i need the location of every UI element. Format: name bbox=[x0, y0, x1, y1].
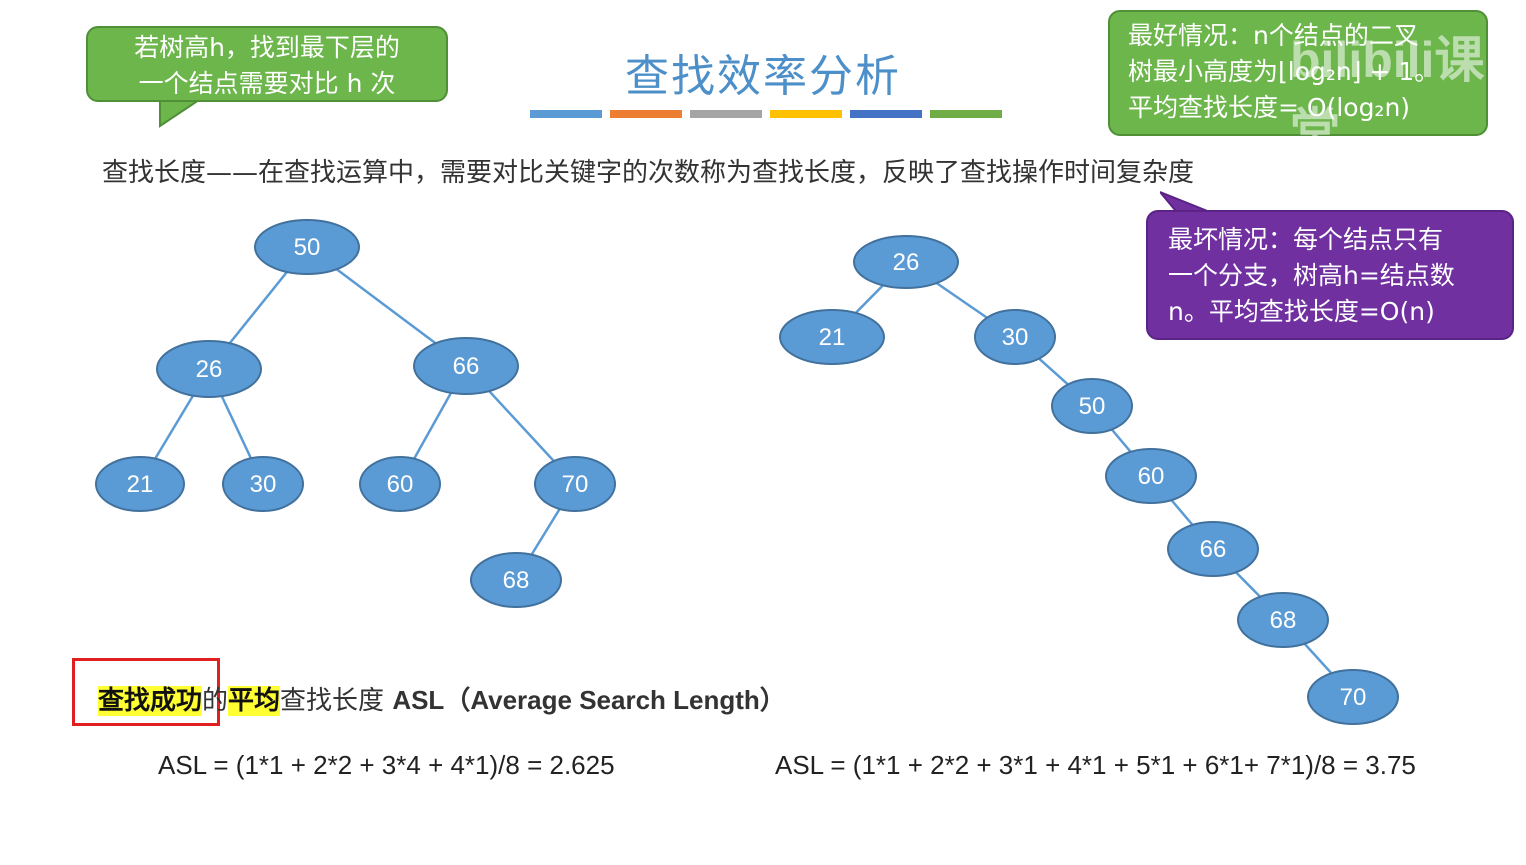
tree-node-label: 30 bbox=[1002, 324, 1029, 351]
tree-node-label: 68 bbox=[503, 567, 530, 594]
tree-node-label: 30 bbox=[250, 471, 277, 498]
callout-line: 树最小高度为⌊log₂n⌋ + 1。 bbox=[1128, 57, 1440, 86]
tree-node bbox=[853, 235, 959, 289]
tree-node bbox=[1105, 448, 1197, 504]
tree-node-label: 50 bbox=[1079, 393, 1106, 420]
definition-text: 查找长度——在查找运算中，需要对比关键字的次数称为查找长度，反映了查找操作时间复… bbox=[102, 158, 1195, 188]
asl-heading-english: ASL（Average Search Length） bbox=[392, 685, 786, 715]
tree-node-label: 66 bbox=[453, 353, 480, 380]
tree-node-label: 21 bbox=[127, 471, 154, 498]
callout-line: 一个结点需要对比 h 次 bbox=[138, 69, 396, 98]
tree-node-label: 26 bbox=[196, 356, 223, 383]
tree-node bbox=[156, 340, 262, 398]
tree-node bbox=[1051, 378, 1133, 434]
tree-node bbox=[1237, 592, 1329, 648]
callout-line: 最好情况：n个结点的二叉 bbox=[1128, 21, 1419, 50]
tree-node bbox=[359, 456, 441, 512]
tree-node-label: 66 bbox=[1200, 536, 1227, 563]
page-title: 查找效率分析 bbox=[625, 51, 901, 102]
tree-node bbox=[95, 456, 185, 512]
title-color-stripes bbox=[530, 110, 1002, 118]
balanced-bst: 50 26 66 21 30 60 70 68 bbox=[95, 219, 616, 608]
tree-node bbox=[779, 309, 885, 365]
tree-node-label: 26 bbox=[893, 249, 920, 276]
title-stripe bbox=[530, 110, 602, 118]
tree-node bbox=[254, 219, 360, 275]
skewed-bst: 26 21 30 50 60 66 68 70 bbox=[779, 235, 1399, 725]
tree-node bbox=[974, 309, 1056, 365]
callout-line: 一个分支，树高h=结点数 bbox=[1168, 261, 1455, 290]
tree-node bbox=[470, 552, 562, 608]
title-stripe bbox=[690, 110, 762, 118]
callout-left-tail bbox=[159, 96, 207, 128]
highlight-red-box bbox=[72, 658, 220, 726]
tree-node bbox=[534, 456, 616, 512]
asl-formula-skewed: ASL = (1*1 + 2*2 + 3*1 + 4*1 + 5*1 + 6*1… bbox=[775, 750, 1416, 780]
callout-line: 若树高h，找到最下层的 bbox=[134, 33, 400, 62]
tree-node-label: 60 bbox=[387, 471, 414, 498]
tree-node bbox=[1167, 521, 1259, 577]
tree-node-label: 50 bbox=[294, 234, 321, 261]
asl-formula-balanced: ASL = (1*1 + 2*2 + 3*4 + 4*1)/8 = 2.625 bbox=[158, 750, 615, 780]
tree-node bbox=[1307, 669, 1399, 725]
callout-line: 最坏情况：每个结点只有 bbox=[1168, 225, 1444, 254]
tree-node bbox=[413, 337, 519, 395]
tree-node-label: 70 bbox=[562, 471, 589, 498]
title-stripe bbox=[610, 110, 682, 118]
callout-worst-case: 最坏情况：每个结点只有 一个分支，树高h=结点数 n。平均查找长度=O(n) bbox=[1146, 210, 1514, 340]
tree-node-label: 60 bbox=[1138, 463, 1165, 490]
callout-best-case: 最好情况：n个结点的二叉 树最小高度为⌊log₂n⌋ + 1。 平均查找长度= … bbox=[1108, 10, 1488, 136]
asl-heading-highlight-average: 平均 bbox=[228, 686, 281, 716]
asl-heading: 查找成功的平均查找长度 ASL（Average Search Length） bbox=[98, 680, 786, 717]
tree-node bbox=[222, 456, 304, 512]
title-stripe bbox=[930, 110, 1002, 118]
tree-node-label: 70 bbox=[1340, 684, 1367, 711]
title-stripe bbox=[850, 110, 922, 118]
title-stripe bbox=[770, 110, 842, 118]
asl-heading-rest: 查找长度 bbox=[280, 686, 393, 716]
tree-node-label: 68 bbox=[1270, 607, 1297, 634]
asl-heading-de: 的 bbox=[202, 686, 229, 716]
callout-tree-height: 若树高h，找到最下层的 一个结点需要对比 h 次 bbox=[86, 26, 448, 102]
callout-line: 平均查找长度= O(log₂n) bbox=[1128, 93, 1411, 122]
callout-line: n。平均查找长度=O(n) bbox=[1168, 297, 1435, 326]
asl-heading-highlight-success: 查找成功 bbox=[98, 686, 203, 716]
tree-node-label: 21 bbox=[819, 324, 846, 351]
